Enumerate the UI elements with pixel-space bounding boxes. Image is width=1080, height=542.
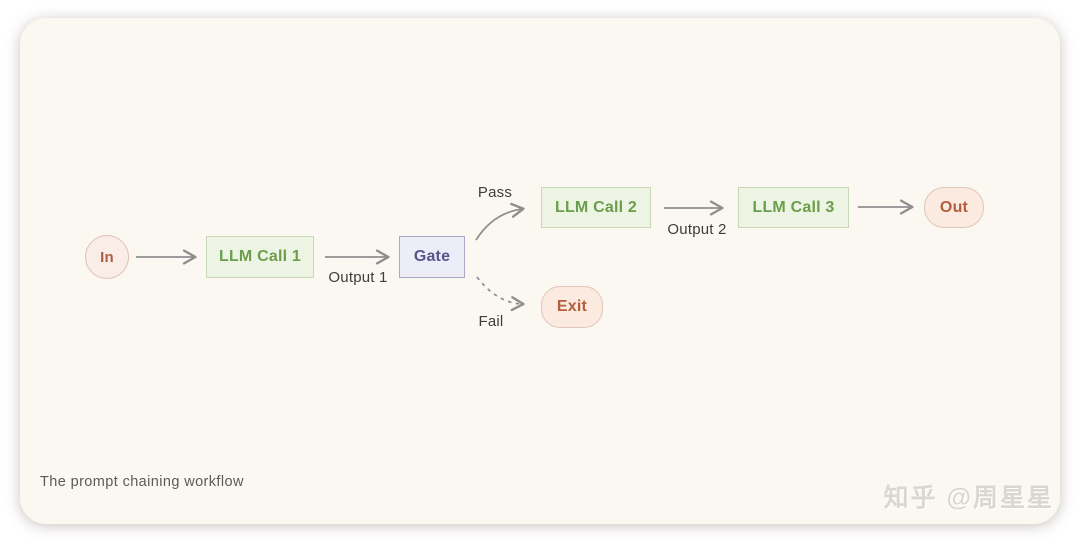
node-llm-call-3: LLM Call 3: [738, 187, 849, 228]
edge-label-fail: Fail: [478, 313, 504, 330]
node-in: In: [85, 235, 129, 279]
watermark: 知乎 @周星星: [883, 484, 1054, 512]
node-out: Out: [924, 187, 984, 228]
node-llm-call-1: LLM Call 1: [206, 236, 314, 278]
diagram-caption: The prompt chaining workflow: [40, 474, 244, 490]
edge-label-output-2: Output 2: [667, 221, 727, 238]
node-exit: Exit: [541, 286, 603, 328]
edge-label-pass: Pass: [477, 184, 513, 201]
diagram-card: [20, 18, 1060, 524]
node-llm-call-2: LLM Call 2: [541, 187, 651, 228]
edge-label-output-1: Output 1: [328, 269, 388, 286]
node-gate: Gate: [399, 236, 465, 278]
